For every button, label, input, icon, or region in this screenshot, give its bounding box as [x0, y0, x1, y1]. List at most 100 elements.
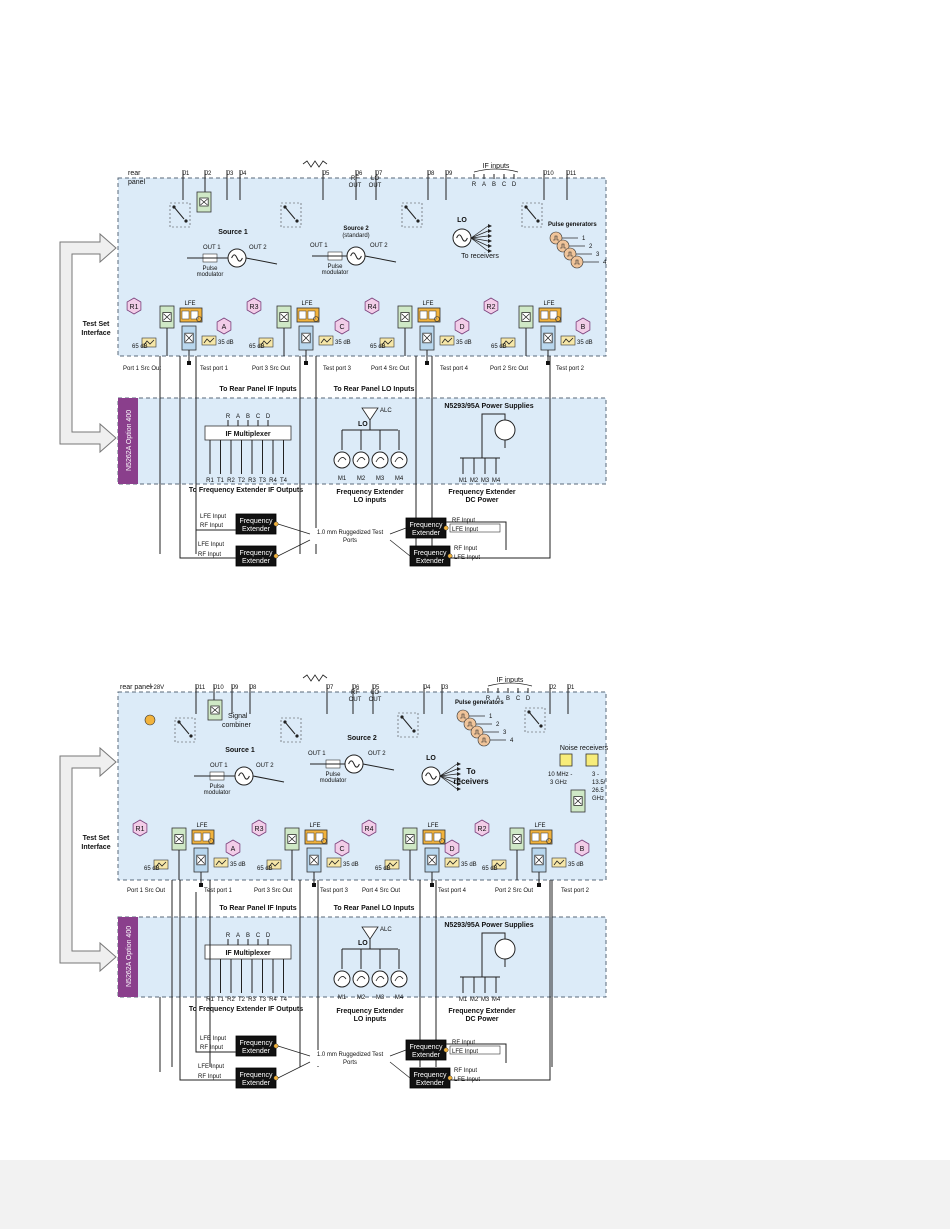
rf-switch-3-pivot: [400, 715, 404, 719]
if-inputs-brace: [487, 682, 533, 687]
source-2-label: Source 2: [347, 735, 377, 742]
fe3-rf-input: RF Input: [198, 1074, 221, 1080]
ruggedized-label-bg: [310, 1050, 390, 1066]
receiver-r2-label: R2: [478, 826, 487, 833]
pulse-generator-4: [570, 255, 584, 269]
ruggedized-label-1: 1.0 mm Ruggedized Test: [317, 530, 384, 536]
fe2-rf-frame: [449, 1045, 501, 1055]
lo-amplifier-icon: [337, 457, 347, 463]
if-output-label: T3: [259, 478, 267, 484]
pulse-icon: [574, 259, 580, 265]
if-input-letter: B: [506, 696, 510, 702]
rear-load-resistor-icon: [302, 160, 328, 168]
port-2-lfe-cell-b: [307, 310, 316, 320]
lo-fanout-wire: [439, 775, 458, 785]
rf-switch-1-pivot: [172, 205, 176, 209]
lo-amplifier-icon: [394, 976, 404, 982]
ruggedized-pointer-4: [389, 1061, 411, 1079]
lo-fanout-wire: [439, 775, 458, 790]
port-3-lfe-cell-b: [428, 310, 437, 320]
to-rear-lo-label: To Rear Panel LO Inputs: [334, 905, 415, 912]
pulse-generator-number: 1: [582, 236, 586, 242]
if-mux-letter: D: [266, 414, 271, 420]
rear-panel-label: rear panel: [120, 684, 152, 691]
if-output-label: R2: [227, 478, 235, 484]
connector-label: J11: [196, 685, 206, 691]
port-1-35db-attenuator-arrow-icon: [203, 337, 215, 344]
rf-switch-3-dashed-box: [401, 202, 423, 228]
test-set-interface-label-2: Interface: [81, 844, 110, 851]
lo-amplifier-1: [333, 970, 351, 988]
frequency-extender-3-label-2: Extender: [242, 558, 271, 565]
port-2-lfe-label: LFE: [309, 823, 320, 829]
receiver-b-shape: [574, 839, 590, 857]
noise-freq-high: GHz: [592, 796, 604, 802]
connector-label: J3: [442, 685, 449, 691]
port-3-35db-attenuator-arrow-icon: [446, 859, 458, 866]
rear-panel-label-2: panel: [128, 179, 146, 186]
port-label: Test port 2: [556, 366, 585, 372]
ruggedized-pointer-3: [277, 1061, 311, 1079]
alc-label: ALC: [380, 927, 392, 933]
connector-label: J2: [205, 171, 212, 177]
fe4-rf-input: RF Input: [454, 1068, 477, 1074]
pulse-generator-number: 3: [596, 252, 600, 258]
source-1-out-2: OUT 2: [256, 763, 274, 769]
source-2-out-wire: [364, 255, 397, 263]
rf-switch-2-pivot: [283, 205, 287, 209]
port-label: Port 3 Src Out: [254, 888, 292, 894]
frequency-extender-4-label-1: Frequency: [413, 1072, 447, 1079]
port-4-lfe-cell-b: [540, 832, 549, 842]
port-2-65db-label: 65 dB: [249, 344, 265, 350]
if-input-letter: R: [486, 696, 491, 702]
port-3-35db-attenuator-arrow-icon: [441, 337, 453, 344]
lo-fanout-arrow: [457, 772, 461, 776]
port-2-lfe-label: LFE: [301, 301, 312, 307]
plus-28v-source-icon: [144, 714, 156, 726]
receiver-c-shape: [334, 839, 350, 857]
port-4-35db-attenuator-arrow-icon: [562, 337, 574, 344]
port-label: Port 1 Src Out: [127, 888, 165, 894]
rear-load-resistor-icon: [302, 674, 328, 682]
port-4-65db-attenuator-arrow-icon: [493, 861, 505, 868]
rf-switch-4-blade: [525, 206, 537, 220]
connector-label: J3: [227, 171, 234, 177]
port-1-65db-attenuator-arrow-icon: [143, 339, 155, 346]
if-mux-letter: C: [256, 933, 261, 939]
fe1-lfe-input: LFE Input: [200, 1036, 226, 1042]
alc-amplifier: [361, 407, 379, 421]
frequency-extender-1-label-1: Frequency: [239, 518, 273, 525]
rf-switch-4-blade: [528, 711, 540, 725]
top-coupler-cross-b: [200, 198, 208, 206]
port-1-65db-label: 65 dB: [132, 344, 148, 350]
lo-out-label-1: LO: [371, 690, 379, 696]
fe3-lfe-input: LFE Input: [198, 542, 224, 548]
port-3-65db-label: 65 dB: [375, 866, 391, 872]
dc-source-icon: [494, 938, 516, 960]
port-4-lfe-loop: [555, 316, 561, 322]
if-output-label: T1: [217, 478, 225, 484]
port-1-lfe-cell-a: [193, 832, 202, 842]
rf-switch-1-contact: [189, 734, 193, 738]
pulse-modulator-2-label: Pulse: [325, 772, 341, 778]
test-set-interface-label-1: Test Set: [83, 835, 110, 842]
rf-out-label-2: OUT: [349, 183, 362, 189]
port-3-lfe-cell-b: [433, 832, 442, 842]
receiver-b-label: B: [581, 324, 586, 331]
pulse-generator-number: 2: [589, 244, 593, 250]
pulse-generator-number: 4: [603, 260, 607, 266]
port-3-65db-label: 65 dB: [370, 344, 386, 350]
noise-receiver-high: [585, 753, 599, 767]
noise-receivers-label: Noise receivers: [560, 745, 609, 752]
rear-panel-label: rear: [128, 170, 141, 177]
connector-label: J7: [376, 171, 383, 177]
ruggedized-pointer-2: [389, 527, 407, 535]
if-output-label: R4: [269, 478, 277, 484]
receiver-r3-label: R3: [250, 304, 259, 311]
fe1-lfe-input: LFE Input: [200, 514, 226, 520]
frequency-extender-2-port: [443, 1047, 449, 1053]
port-3-lfe-cell-a: [419, 310, 428, 320]
connector-label: J10: [544, 171, 554, 177]
if-output-label: R2: [227, 997, 235, 1003]
